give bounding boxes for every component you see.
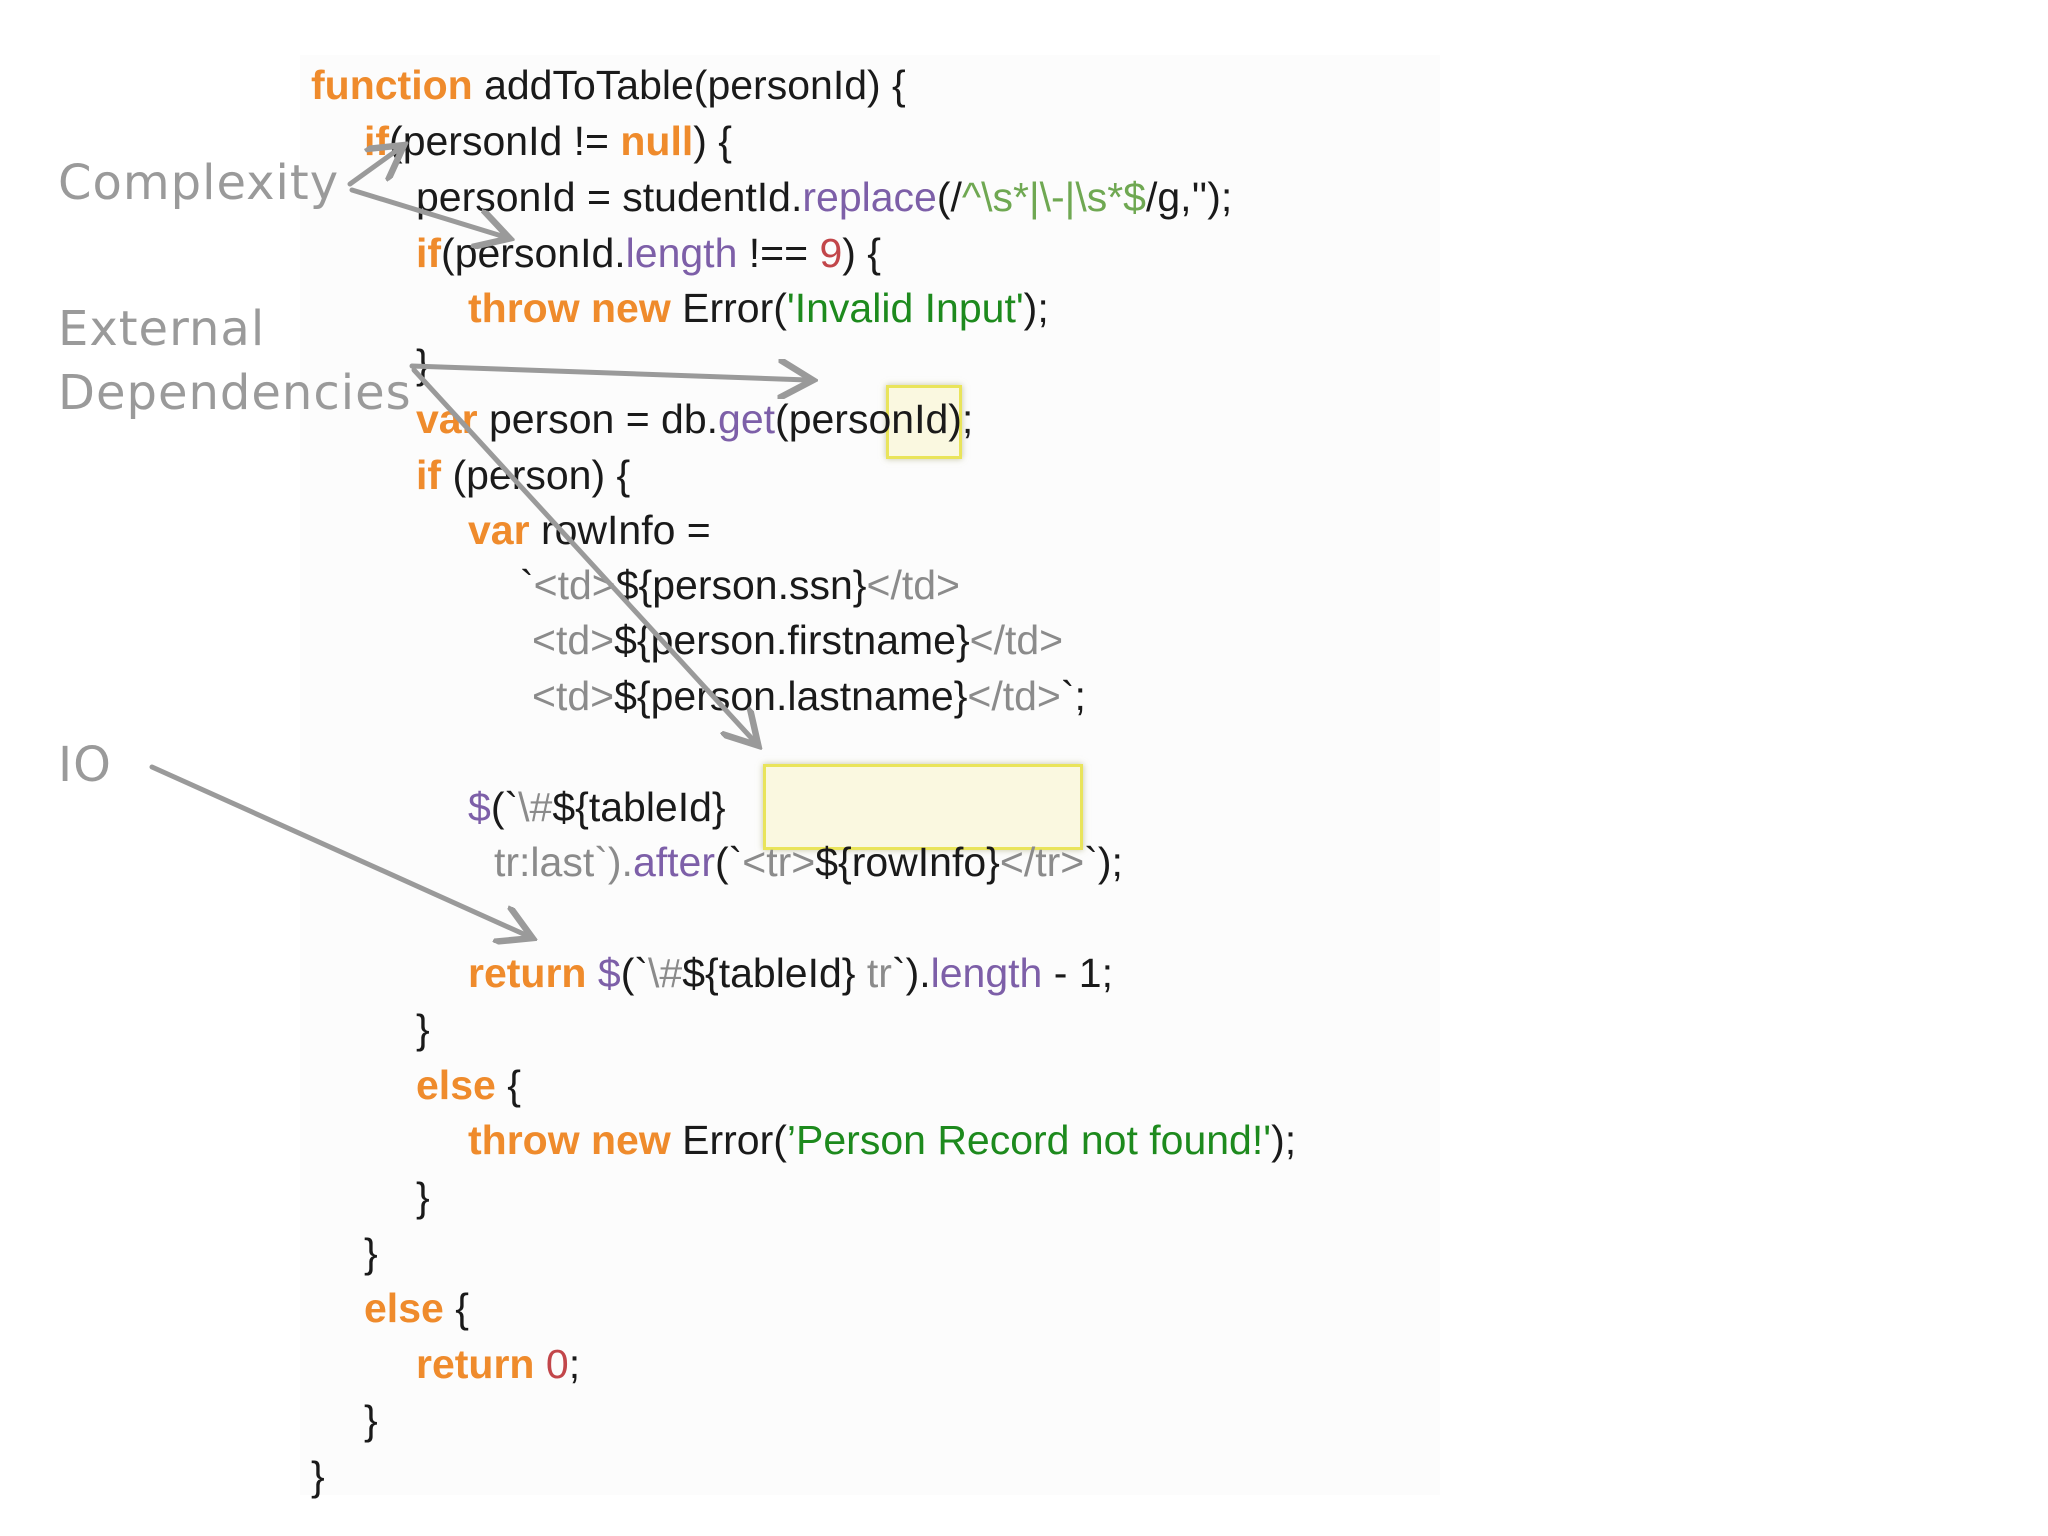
tableid-highlight-box [763, 764, 1083, 850]
code-line-21: else { [364, 1285, 469, 1331]
external-dependency-arrow-db [409, 366, 808, 380]
external-label-line2: Dependencies [58, 365, 412, 421]
code-line-4: if(personId.length !== 9) { [416, 230, 881, 276]
code-line-2: if(personId != null) { [364, 118, 732, 164]
code-line-20: } [364, 1230, 378, 1276]
complexity-label: Complexity [58, 155, 340, 211]
code-line-18: throw new Error(’Person Record not found… [468, 1117, 1297, 1163]
code-line-14: tr:last`).after(`<tr>${rowInfo}</tr>`); [494, 839, 1123, 885]
complexity-arrow-down [349, 187, 505, 237]
code-line-3: personId = studentId.replace(/^\s*|\-|\s… [416, 174, 1233, 220]
io-arrow [149, 764, 528, 936]
code-line-5: throw new Error('Invalid Input'); [468, 285, 1049, 331]
code-line-13: $(`\#${tableId} [468, 784, 726, 830]
external-label-line1: External [58, 301, 266, 357]
code-line-22: return 0; [416, 1341, 581, 1387]
code-line-17: else { [416, 1062, 521, 1108]
code-line-1: function addToTable(personId) { [311, 62, 906, 108]
personid-highlight-box [886, 385, 962, 459]
code-line-23: } [364, 1397, 378, 1443]
code-line-16: } [416, 1006, 430, 1052]
code-line-8: if (person) { [416, 452, 631, 498]
code-line-24: } [311, 1453, 325, 1499]
code-line-7: var person = db.get(personId); [416, 396, 974, 442]
code-line-12: <td>${person.lastname}</td>`; [532, 673, 1086, 719]
code-line-19: } [416, 1174, 430, 1220]
complexity-arrow-up [347, 148, 400, 187]
io-label: IO [58, 737, 112, 793]
external-dependency-arrow-dom [411, 367, 755, 742]
code-line-15: return $(`\#${tableId} tr`).length - 1; [468, 950, 1113, 996]
code-line-10: `<td>${person.ssn}</td> [520, 562, 960, 608]
